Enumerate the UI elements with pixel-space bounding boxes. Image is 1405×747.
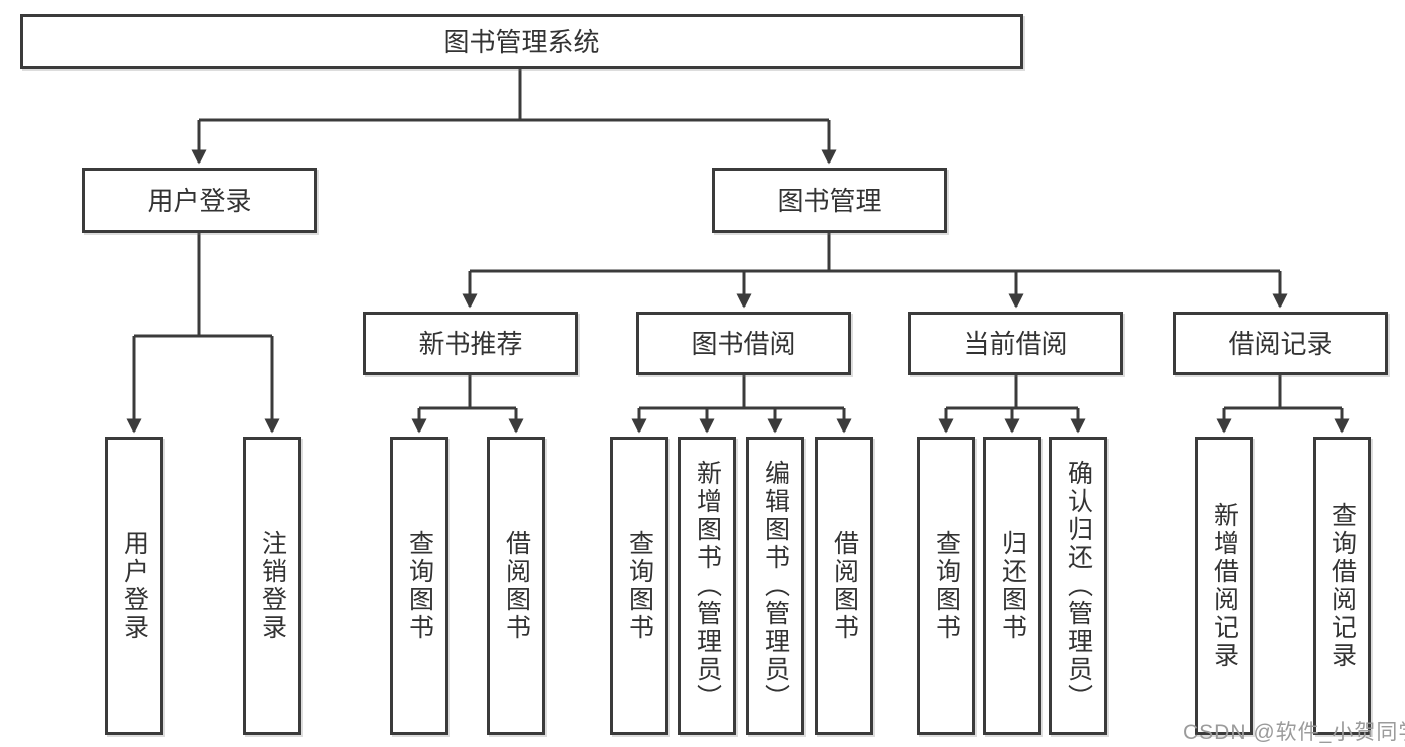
node-new-book-recommend: 新书推荐 [363,312,578,375]
leaf-newbook-borrow: 借阅图书 [487,437,545,735]
node-current-borrowing: 当前借阅 [908,312,1123,375]
node-root-label: 图书管理系统 [443,26,600,57]
node-book-borrowing-label: 图书借阅 [691,328,796,359]
leaf-record-query-label: 查询借阅记录 [1328,502,1357,670]
leaf-record-add-label: 新增借阅记录 [1210,502,1239,670]
leaf-record-query: 查询借阅记录 [1313,437,1371,735]
leaf-newbook-query: 查询图书 [390,437,448,735]
node-book-borrowing: 图书借阅 [636,312,851,375]
leaf-current-return-label: 归还图书 [998,530,1027,642]
leaf-user-login: 用户登录 [105,437,163,735]
leaf-user-login-label: 用户登录 [120,530,149,642]
node-user-login-label: 用户登录 [147,185,252,216]
node-new-book-recommend-label: 新书推荐 [418,328,523,359]
csdn-watermark: CSDN @软件_小贺同学 [1183,721,1405,744]
leaf-borrow-add-admin-label: 新增图书（管理员） [693,460,722,712]
node-user-login: 用户登录 [82,168,317,233]
node-current-borrowing-label: 当前借阅 [963,328,1068,359]
leaf-borrow-add-admin: 新增图书（管理员） [678,437,736,735]
node-borrowing-records-label: 借阅记录 [1228,328,1333,359]
leaf-current-confirm-admin-label: 确认归还（管理员） [1064,460,1093,712]
leaf-current-return: 归还图书 [983,437,1041,735]
node-borrowing-records: 借阅记录 [1173,312,1388,375]
leaf-borrow-borrow-label: 借阅图书 [830,530,859,642]
leaf-borrow-edit-admin: 编辑图书（管理员） [746,437,804,735]
leaf-logout-label: 注销登录 [258,530,287,642]
leaf-current-query-label: 查询图书 [932,530,961,642]
node-book-management-label: 图书管理 [777,185,882,216]
leaf-newbook-query-label: 查询图书 [405,530,434,642]
leaf-current-confirm-admin: 确认归还（管理员） [1049,437,1107,735]
leaf-borrow-query-label: 查询图书 [625,530,654,642]
node-book-management: 图书管理 [712,168,947,233]
leaf-current-query: 查询图书 [917,437,975,735]
leaf-borrow-edit-admin-label: 编辑图书（管理员） [761,460,790,712]
leaf-logout: 注销登录 [243,437,301,735]
leaf-borrow-borrow: 借阅图书 [815,437,873,735]
node-root: 图书管理系统 [20,14,1023,69]
leaf-record-add: 新增借阅记录 [1195,437,1253,735]
leaf-newbook-borrow-label: 借阅图书 [502,530,531,642]
leaf-borrow-query: 查询图书 [610,437,668,735]
